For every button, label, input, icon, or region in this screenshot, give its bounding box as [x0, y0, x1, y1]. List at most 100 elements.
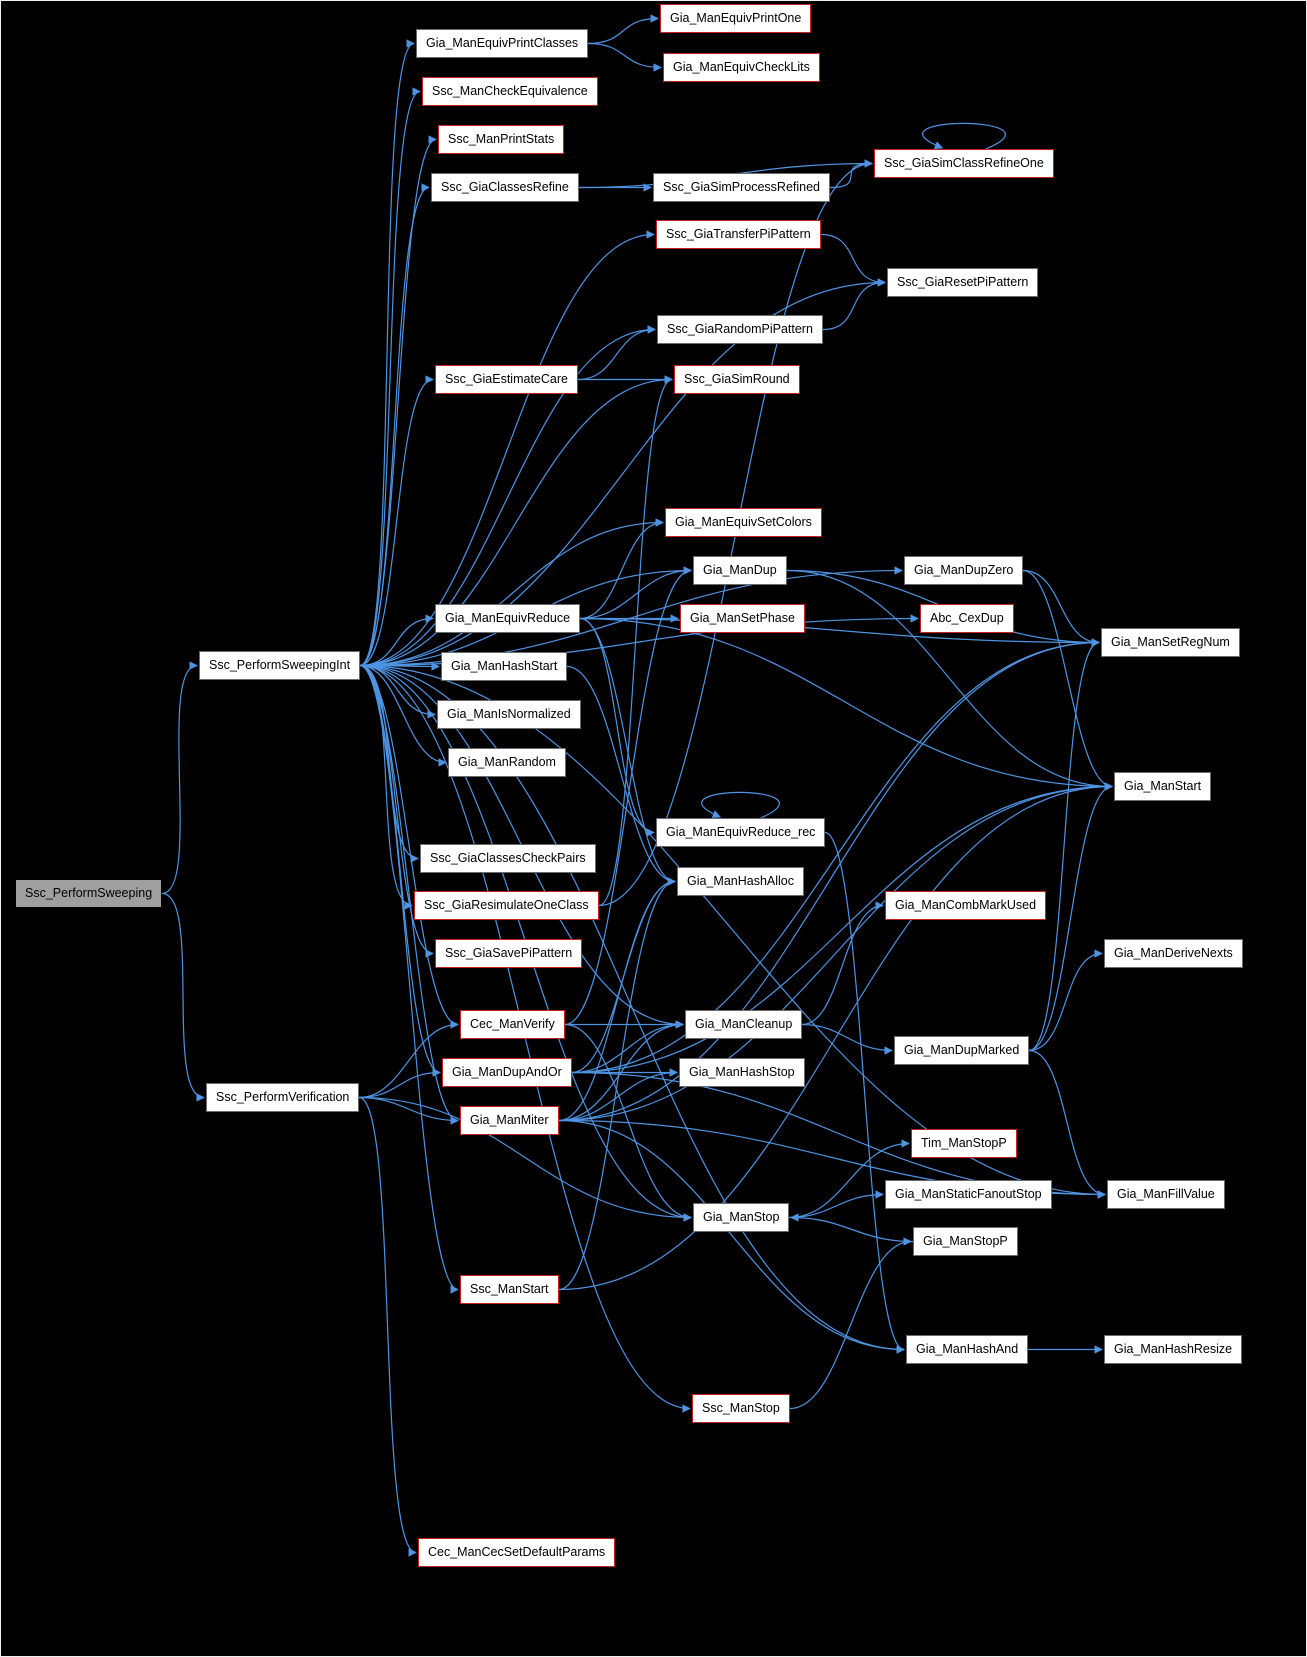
graph-node-Gia_ManDupZero[interactable]: Gia_ManDupZero	[904, 556, 1024, 585]
call-edge-Ssc_PerformVerification-to-Cec_ManVerify	[358, 1020, 459, 1099]
call-edge-Ssc_PerformSweepingInt-to-Ssc_GiaClassesRefine	[359, 183, 430, 667]
graph-node-Ssc_ManPrintStats[interactable]: Ssc_ManPrintStats	[438, 125, 565, 154]
call-edge-Gia_ManCleanup-to-Gia_ManDupMarked	[801, 1023, 893, 1055]
graph-node-Gia_ManDup[interactable]: Gia_ManDup	[693, 556, 787, 585]
graph-node-Ssc_PerformSweepingInt[interactable]: Ssc_PerformSweepingInt	[199, 651, 361, 680]
graph-node-Gia_ManHashStop[interactable]: Gia_ManHashStop	[679, 1058, 805, 1087]
call-edge-Ssc_PerformVerification-to-Cec_ManCecSetDefaultParams	[358, 1096, 417, 1557]
graph-node-Ssc_GiaClassesCheckPairs[interactable]: Ssc_GiaClassesCheckPairs	[420, 844, 596, 873]
call-edge-Gia_ManStopP-to-Gia_ManStop	[790, 1213, 914, 1243]
graph-node-Gia_ManHashStart[interactable]: Gia_ManHashStart	[441, 652, 568, 681]
graph-node-Ssc_GiaSimProcessRefined[interactable]: Ssc_GiaSimProcessRefined	[653, 173, 831, 202]
graph-node-Ssc_ManStop[interactable]: Ssc_ManStop	[692, 1394, 790, 1423]
graph-node-Gia_ManHashAlloc[interactable]: Gia_ManHashAlloc	[677, 867, 804, 896]
graph-node-Gia_ManSetPhase[interactable]: Gia_ManSetPhase	[680, 604, 805, 633]
call-edge-Ssc_GiaSimProcessRefined-to-Ssc_GiaSimClassRefineOne	[829, 159, 873, 189]
call-edge-Ssc_PerformSweeping-to-Ssc_PerformVerification	[161, 892, 205, 1102]
graph-node-Cec_ManCecSetDefaultParams[interactable]: Cec_ManCecSetDefaultParams	[418, 1538, 616, 1567]
call-edge-Gia_ManEquivReduce_rec-to-Gia_ManEquivReduce_rec	[701, 791, 780, 819]
graph-node-Ssc_GiaSimClassRefineOne[interactable]: Ssc_GiaSimClassRefineOne	[874, 149, 1054, 178]
call-edge-Ssc_PerformSweepingInt-to-Ssc_GiaRandomPiPattern	[359, 325, 656, 667]
graph-node-Tim_ManStopP[interactable]: Tim_ManStopP	[911, 1129, 1017, 1158]
call-edge-Gia_ManDupAndOr-to-Gia_ManSetRegNum	[571, 638, 1100, 1074]
call-edge-Gia_ManEquivReduce-to-Gia_ManEquivSetColors	[579, 518, 664, 620]
call-edge-Ssc_PerformSweepingInt-to-Gia_ManRandom	[359, 664, 447, 767]
graph-node-Ssc_GiaTransferPiPattern[interactable]: Ssc_GiaTransferPiPattern	[656, 220, 821, 249]
graph-node-Gia_ManEquivPrintClasses[interactable]: Gia_ManEquivPrintClasses	[416, 29, 589, 58]
call-edge-Gia_ManDupAndOr-to-Gia_ManStart	[571, 782, 1113, 1074]
call-edge-Ssc_GiaRandomPiPattern-to-Ssc_GiaResetPiPattern	[822, 278, 886, 331]
call-edge-Gia_ManDupMarked-to-Gia_ManSetRegNum	[1028, 638, 1100, 1052]
call-edge-Ssc_PerformSweepingInt-to-Ssc_ManStart	[359, 664, 459, 1294]
call-edge-Ssc_PerformSweepingInt-to-Ssc_GiaTransferPiPattern	[359, 230, 655, 667]
graph-node-Gia_ManCleanup[interactable]: Gia_ManCleanup	[685, 1010, 803, 1039]
graph-node-Gia_ManIsNormalized[interactable]: Gia_ManIsNormalized	[437, 700, 581, 729]
call-edge-Gia_ManDupMarked-to-Gia_ManFillValue	[1028, 1049, 1106, 1199]
graph-node-Ssc_PerformSweeping[interactable]: Ssc_PerformSweeping	[15, 879, 163, 908]
call-edge-Gia_ManEquivReduce_rec-to-Gia_ManHashAnd	[824, 831, 905, 1354]
call-edge-Ssc_GiaEstimateCare-to-Ssc_GiaRandomPiPattern	[577, 325, 656, 381]
graph-node-Ssc_ManStart[interactable]: Ssc_ManStart	[460, 1275, 559, 1304]
call-edge-Ssc_PerformVerification-to-Gia_ManDupAndOr	[358, 1068, 441, 1099]
graph-node-Gia_ManFillValue[interactable]: Gia_ManFillValue	[1107, 1180, 1225, 1209]
graph-node-Ssc_GiaSavePiPattern[interactable]: Ssc_GiaSavePiPattern	[435, 939, 583, 968]
graph-node-Gia_ManMiter[interactable]: Gia_ManMiter	[460, 1106, 559, 1135]
graph-node-Gia_ManSetRegNum[interactable]: Gia_ManSetRegNum	[1101, 628, 1240, 657]
graph-node-Gia_ManEquivPrintOne[interactable]: Gia_ManEquivPrintOne	[660, 4, 812, 33]
graph-node-Gia_ManEquivReduce[interactable]: Gia_ManEquivReduce	[435, 604, 581, 633]
call-edge-Gia_ManStop-to-Tim_ManStopP	[788, 1139, 910, 1219]
call-edge-Ssc_ManStart-to-Gia_ManStart	[558, 782, 1113, 1291]
graph-node-Ssc_PerformVerification[interactable]: Ssc_PerformVerification	[206, 1083, 360, 1112]
call-edge-Ssc_PerformSweepingInt-to-Ssc_GiaResetPiPattern	[359, 278, 886, 667]
call-edge-Gia_ManEquivReduce-to-Gia_ManStart	[579, 617, 1113, 791]
graph-node-Gia_ManHashResize[interactable]: Gia_ManHashResize	[1104, 1335, 1243, 1364]
graph-node-Ssc_GiaEstimateCare[interactable]: Ssc_GiaEstimateCare	[435, 365, 578, 394]
graph-node-Ssc_ManCheckEquivalence[interactable]: Ssc_ManCheckEquivalence	[422, 77, 598, 106]
graph-node-Gia_ManStart[interactable]: Gia_ManStart	[1114, 772, 1212, 801]
graph-node-Gia_ManHashAnd[interactable]: Gia_ManHashAnd	[906, 1335, 1029, 1364]
call-edge-Gia_ManEquivReduce-to-Gia_ManSetRegNum	[579, 617, 1100, 647]
call-edge-Gia_ManEquivPrintClasses-to-Gia_ManEquivPrintOne	[587, 14, 659, 45]
graph-node-Ssc_GiaClassesRefine[interactable]: Ssc_GiaClassesRefine	[431, 173, 579, 202]
graph-node-Abc_CexDup[interactable]: Abc_CexDup	[920, 604, 1014, 633]
graph-node-Gia_ManStaticFanoutStop[interactable]: Gia_ManStaticFanoutStop	[885, 1180, 1052, 1209]
call-edge-Gia_ManEquivReduce-to-Gia_ManHashAlloc	[579, 617, 676, 886]
call-edge-Ssc_PerformSweepingInt-to-Ssc_ManPrintStats	[359, 135, 437, 667]
graph-node-Gia_ManDupAndOr[interactable]: Gia_ManDupAndOr	[442, 1058, 572, 1087]
call-edge-Ssc_PerformSweepingInt-to-Ssc_GiaSimRound	[359, 375, 673, 667]
call-edge-Gia_ManDupZero-to-Gia_ManSetRegNum	[1022, 569, 1100, 647]
graph-node-Gia_ManStop[interactable]: Gia_ManStop	[693, 1203, 790, 1232]
graph-node-Gia_ManDeriveNexts[interactable]: Gia_ManDeriveNexts	[1104, 939, 1243, 968]
graph-node-Gia_ManRandom[interactable]: Gia_ManRandom	[448, 748, 566, 777]
call-edge-Gia_ManMiter-to-Gia_ManHashAlloc	[558, 877, 676, 1122]
call-edge-Ssc_PerformSweepingInt-to-Ssc_ManCheckEquivalence	[359, 87, 421, 667]
call-edge-Gia_ManMiter-to-Gia_ManHashStop	[558, 1068, 678, 1122]
call-edge-Gia_ManHashStart-to-Gia_ManHashAlloc	[566, 665, 676, 886]
call-edge-Ssc_PerformSweepingInt-to-Gia_ManEquivReduce	[359, 614, 434, 667]
call-edge-Ssc_PerformSweeping-to-Ssc_PerformSweepingInt	[161, 661, 198, 895]
call-edge-Gia_ManStop-to-Gia_ManStaticFanoutStop	[788, 1190, 884, 1219]
graph-node-Ssc_GiaRandomPiPattern[interactable]: Ssc_GiaRandomPiPattern	[657, 315, 823, 344]
call-edge-Ssc_PerformSweepingInt-to-Cec_ManVerify	[359, 664, 459, 1029]
call-edge-Gia_ManDupAndOr-to-Gia_ManCleanup	[571, 1020, 684, 1074]
graph-node-Cec_ManVerify[interactable]: Cec_ManVerify	[460, 1010, 565, 1039]
call-edge-Ssc_ManStart-to-Gia_ManHashAlloc	[558, 877, 676, 1291]
graph-node-Gia_ManCombMarkUsed[interactable]: Gia_ManCombMarkUsed	[885, 891, 1047, 920]
call-edge-Ssc_PerformSweepingInt-to-Gia_ManFillValue	[359, 664, 1106, 1199]
graph-node-Ssc_GiaResimulateOneClass[interactable]: Ssc_GiaResimulateOneClass	[414, 891, 599, 920]
call-edge-Ssc_PerformSweepingInt-to-Ssc_GiaClassesCheckPairs	[359, 664, 419, 863]
graph-node-Gia_ManEquivSetColors[interactable]: Gia_ManEquivSetColors	[665, 508, 822, 537]
graph-node-Gia_ManEquivReduce_rec[interactable]: Gia_ManEquivReduce_rec	[656, 818, 826, 847]
call-edge-Gia_ManMiter-to-Gia_ManSetRegNum	[558, 638, 1100, 1122]
call-edge-Gia_ManEquivPrintClasses-to-Gia_ManEquivCheckLits	[587, 42, 662, 72]
graph-node-Gia_ManEquivCheckLits[interactable]: Gia_ManEquivCheckLits	[663, 53, 820, 82]
graph-node-Gia_ManDupMarked[interactable]: Gia_ManDupMarked	[894, 1036, 1030, 1065]
call-edge-Ssc_PerformSweepingInt-to-Ssc_GiaEstimateCare	[359, 375, 434, 667]
call-edge-Ssc_PerformSweepingInt-to-Ssc_GiaSavePiPattern	[359, 664, 434, 958]
graph-node-Gia_ManStopP[interactable]: Gia_ManStopP	[913, 1227, 1018, 1256]
graph-node-Ssc_GiaResetPiPattern[interactable]: Ssc_GiaResetPiPattern	[887, 268, 1039, 297]
graph-node-Ssc_GiaSimRound[interactable]: Ssc_GiaSimRound	[674, 365, 800, 394]
call-edge-Gia_ManDupZero-to-Gia_ManStart	[1022, 569, 1113, 791]
